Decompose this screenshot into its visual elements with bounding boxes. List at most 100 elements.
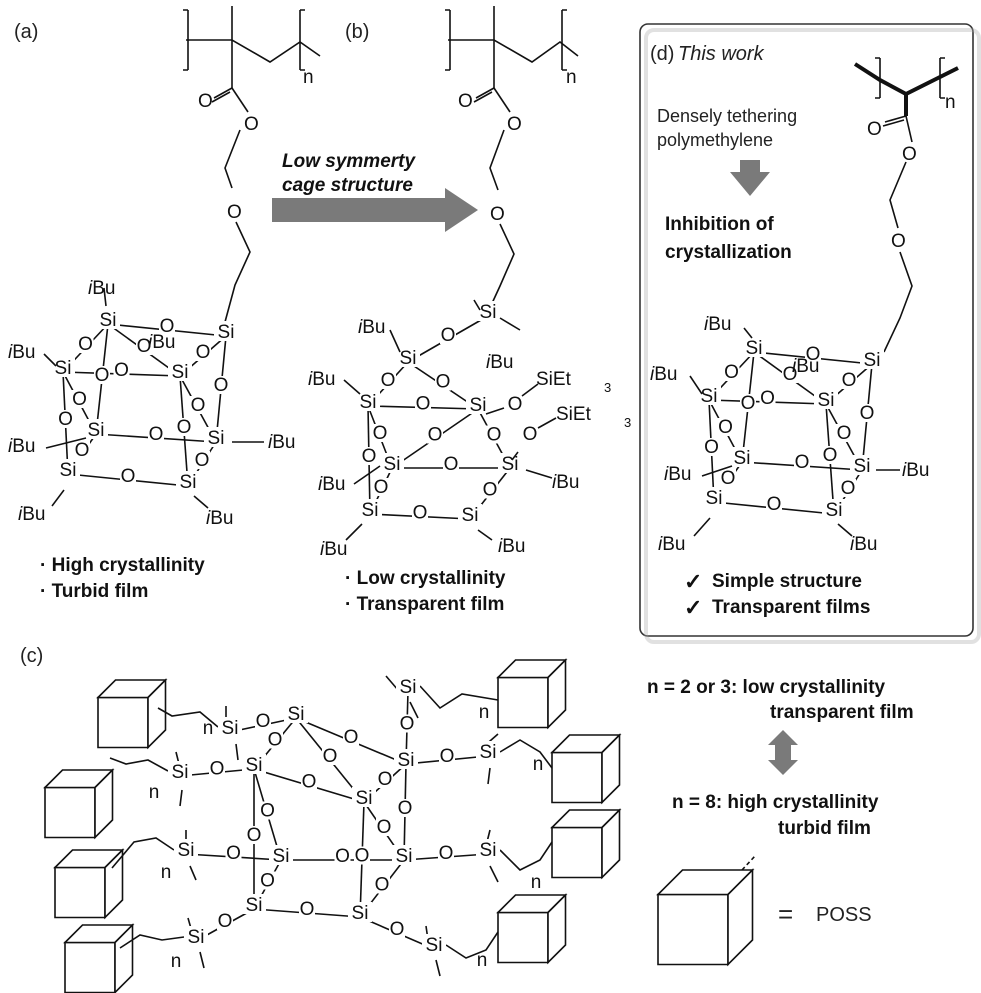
panel-d-o-13: O: [767, 494, 782, 515]
panel-b-si-siC: Si: [470, 395, 487, 416]
cube-c-3: [53, 848, 125, 920]
panel-c-o-18: O: [400, 714, 415, 735]
panel-b-si-siE: Si: [502, 454, 519, 475]
panel-b-siet3-1-sub: 3: [604, 380, 611, 395]
panel-c-o-bg-20: [438, 844, 454, 862]
cube-c-6: [550, 733, 622, 805]
panel-d-si-bl: Si: [734, 448, 751, 469]
panel-d-ibu-bond-1: [743, 327, 753, 339]
cube-legend-front: [657, 893, 729, 966]
panel-c-methyl-b-1: [179, 789, 183, 807]
panel-a-o-9: O: [177, 417, 192, 438]
panel-d-o-6: O: [718, 417, 733, 438]
panel-d-si-tl: Si: [746, 338, 763, 359]
panel-c-o-bg-14: [255, 712, 271, 730]
panel-b-ibu-bond-5: [525, 469, 553, 479]
arrow-text-line2: cage structure: [282, 175, 413, 196]
panel-a-si-tr: Si: [218, 322, 235, 343]
panel-b-siet3-2: SiEt: [556, 404, 592, 425]
panel-c-o-5: O: [398, 798, 413, 819]
panel-a-o-bg-9: [176, 418, 192, 436]
panel-b-ibu-4: iBu: [318, 474, 345, 495]
panel-c-o-12: O: [375, 875, 390, 896]
cube-c-1: [96, 678, 168, 750]
panel-b-o-11: O: [428, 425, 443, 446]
panel-d-ibu-7: iBu: [850, 534, 877, 555]
panel-b-si-bg-siTop: [476, 301, 500, 321]
panel-c-o-16: O: [226, 843, 241, 864]
panel-b-siet3-bond-2b: [537, 417, 557, 429]
panel-d-o-1: O: [724, 362, 739, 383]
panel-a-si-bg-tr: [214, 321, 238, 341]
panel-d-o-12: O: [841, 478, 856, 499]
panel-d-si-bg-bbl: [702, 487, 726, 507]
panel-c-si-c6: Si: [396, 846, 413, 867]
panel-c-si-bg-e6: [476, 741, 500, 761]
panel-c-n-1: n: [149, 782, 160, 803]
panel-a-ibu-3: iBu: [148, 332, 175, 353]
panel-c-o-bg-17: [217, 912, 233, 930]
panel-b-si-bg-siE: [498, 453, 522, 473]
panel-a-o-bg-4: [213, 376, 229, 394]
panel-d-ibu-bond-7: [837, 523, 853, 537]
panel-d-ibu-2: iBu: [650, 364, 677, 385]
panel-d-si-bg-bl: [730, 447, 754, 467]
panel-c-o-4: O: [323, 746, 338, 767]
panel-d-si-bbr: Si: [826, 500, 843, 521]
panel-d-backbone: [853, 57, 959, 353]
panel-a-o-3: O: [196, 342, 211, 363]
panel-b-o-5: O: [362, 446, 377, 467]
panel-c-chain-4: [419, 685, 499, 710]
panel-c-chain-6: [499, 841, 553, 871]
panel-c-si-e2: Si: [172, 762, 189, 783]
panel-b-ibu-bond-7: [477, 529, 493, 541]
panel-a-si-bbr: Si: [180, 472, 197, 493]
cube-c-1-side: [147, 678, 167, 750]
panel-d-si-bg-tr: [860, 349, 884, 369]
panel-c-si-bg-e1: [218, 717, 242, 737]
panel-a-si-bg-bl: [84, 419, 108, 439]
panel-c-si-bg-c7: [242, 894, 266, 914]
panel-b-si-siA: Si: [400, 348, 417, 369]
panel-a-o-bg-3: [195, 343, 211, 361]
panel-b-si-bg-siB: [356, 391, 380, 411]
panel-b-si-siD: Si: [384, 454, 401, 475]
panel-c-o-bg-12: [374, 875, 390, 894]
double-arrow: [768, 730, 798, 775]
panel-c-si-c7: Si: [246, 895, 263, 916]
panel-c-si-bg-e7: [476, 839, 500, 859]
panel-a-o-1: O: [78, 334, 93, 355]
panel-b-o-0: O: [441, 325, 456, 346]
panel-d-si-bg-br: [850, 455, 874, 475]
panel-a-o-bg-14: [94, 366, 110, 384]
panel-c-o-bg-13: [299, 900, 315, 918]
panel-b-bullet-2: · Transparent film: [345, 594, 504, 615]
panel-b-o-bg-10: [482, 480, 498, 499]
panel-b-ibu-bond-1: [389, 329, 401, 353]
cube-c-3-front: [54, 866, 106, 919]
panel-d-title: This work: [678, 43, 765, 65]
panel-b-o-bg-9: [412, 503, 428, 522]
panel-d-si-bg-bbr: [822, 499, 846, 519]
panel-c-si-bg-c4: [352, 787, 376, 807]
panel-c-o-9: O: [355, 846, 370, 867]
panel-a-si-bg-ml: [51, 357, 75, 377]
panel-d-ibu-6: iBu: [658, 534, 685, 555]
panel-b-o-2: O: [436, 372, 451, 393]
panel-b-si-siG: Si: [462, 505, 479, 526]
panel-a-o-12: O: [195, 450, 210, 471]
panel-d-o-14: O: [741, 393, 756, 414]
panel-d-o-bg-4: [859, 404, 875, 422]
panel-c-o-bg-6: [259, 801, 276, 820]
cube-c-8-side: [547, 893, 567, 965]
panel-a-si-bg-bbr: [176, 471, 200, 491]
panel-b-n: n: [566, 67, 577, 88]
panel-c-si-bg-e3: [174, 839, 198, 859]
panel-a-si-tl: Si: [100, 310, 117, 331]
panel-a-si-bg-tl: [96, 309, 120, 329]
panel-c-si-bg-c8: [348, 902, 372, 922]
